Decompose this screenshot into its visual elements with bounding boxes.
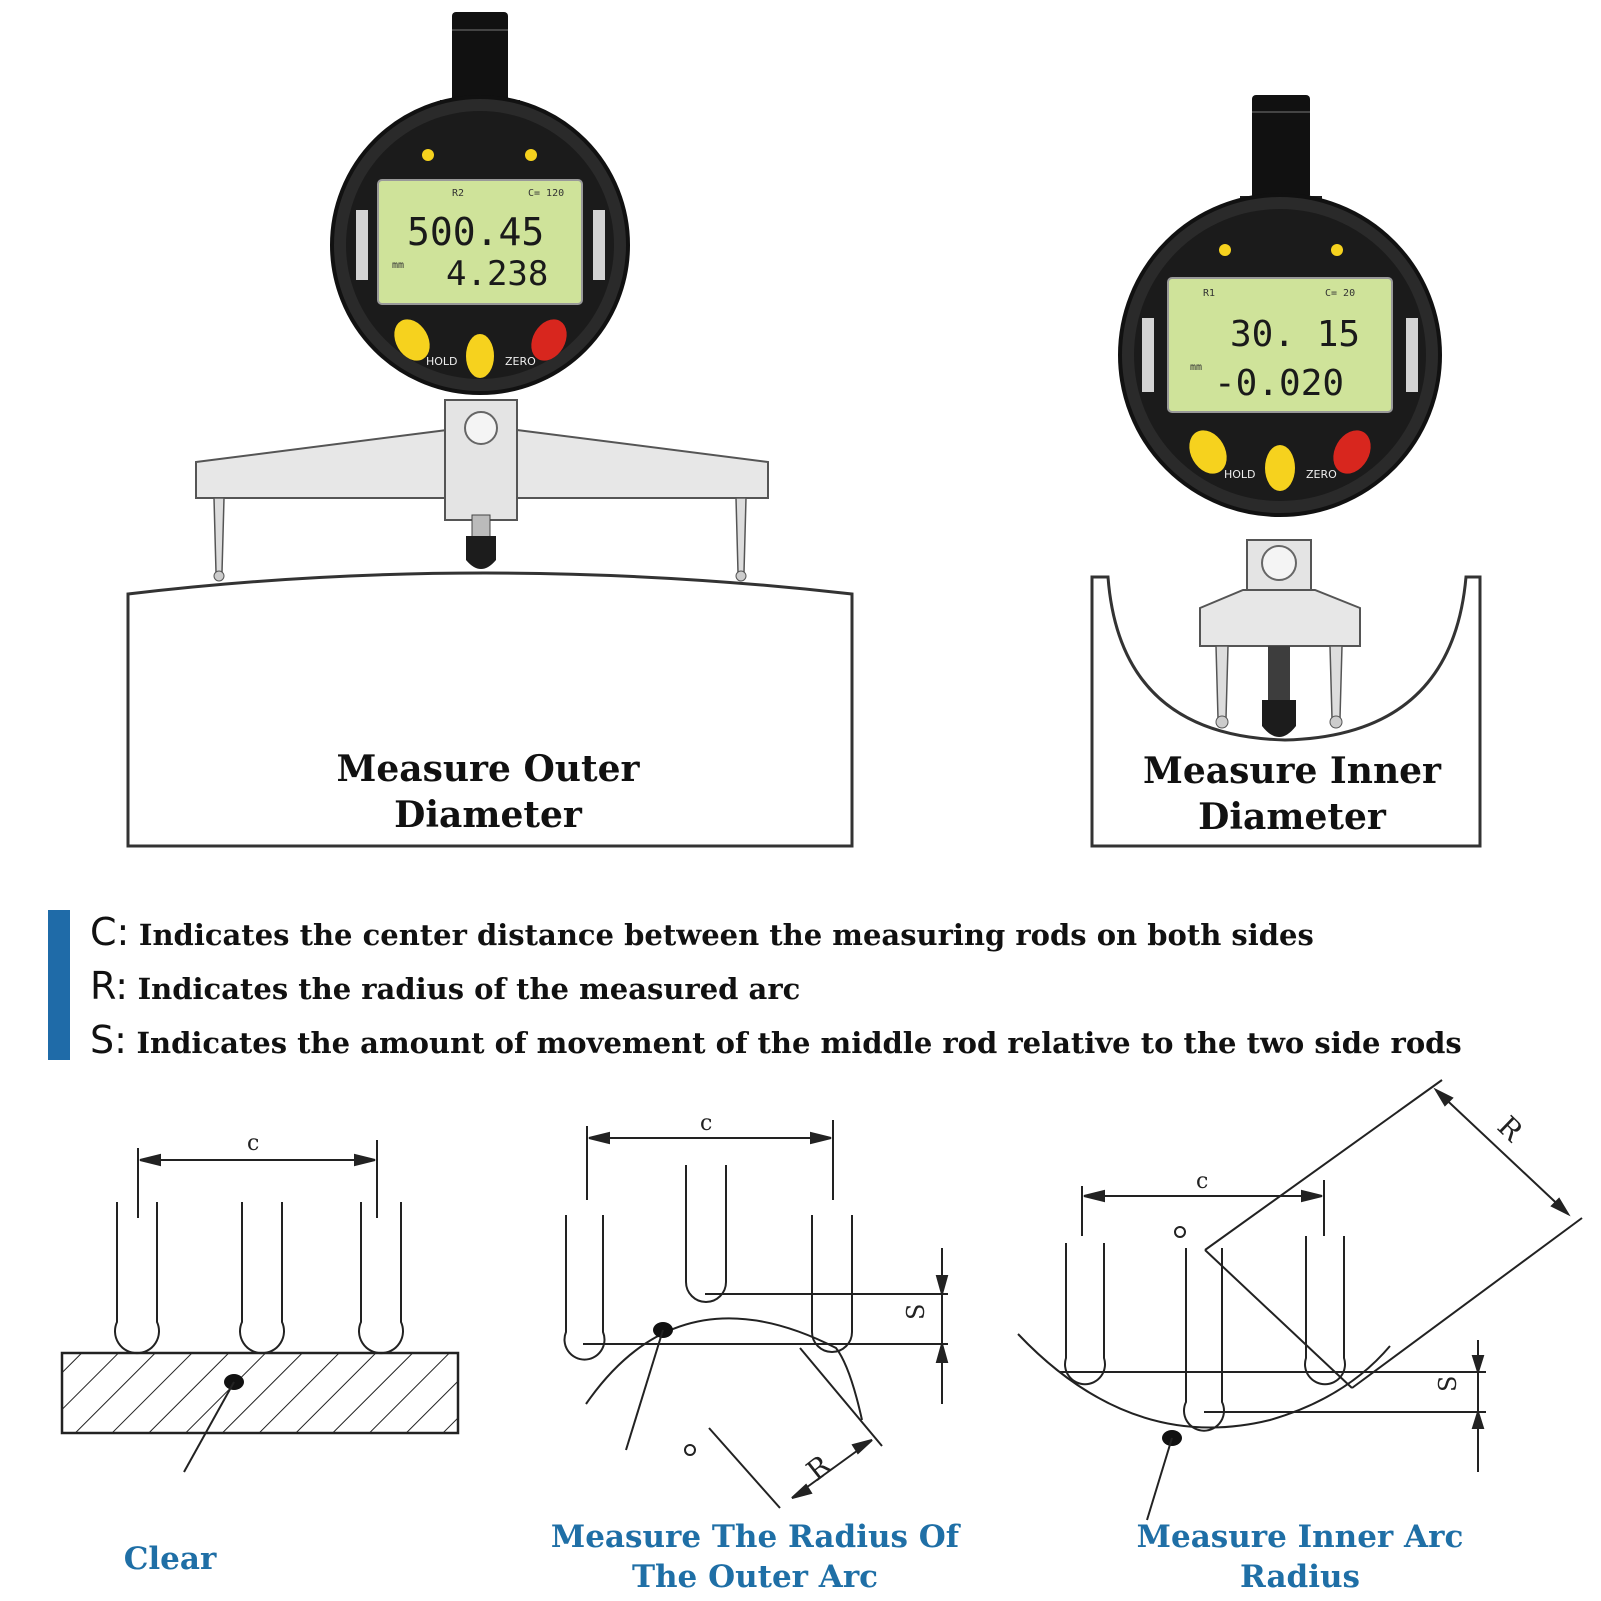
outer-arc-caption-line1: Measure The Radius Of bbox=[550, 1519, 960, 1555]
inner-lcd-label-c: C= 20 bbox=[1325, 288, 1355, 299]
outer-lcd-main-value: 500.45 bbox=[407, 210, 544, 254]
inner-zero-button[interactable] bbox=[1326, 424, 1378, 481]
inner-arc-diagram bbox=[1017, 1079, 1583, 1521]
inner-lcd-main-value: 30. 15 bbox=[1230, 314, 1360, 355]
outer-hold-button[interactable] bbox=[387, 313, 437, 367]
inner-diameter-caption-line2: Diameter bbox=[1198, 796, 1386, 839]
outer-workpiece bbox=[126, 571, 854, 848]
inner-arc-curve bbox=[1017, 1333, 1391, 1429]
inner-arc-caption-line2: Radius bbox=[1239, 1558, 1360, 1595]
outer-diameter-caption-line1: Measure Outer bbox=[336, 748, 640, 790]
inner-right-rod bbox=[1329, 645, 1343, 719]
outer-lcd-sub-value: 4.238 bbox=[446, 254, 548, 294]
outer-arc-diagram bbox=[563, 1120, 949, 1509]
inner-hold-button[interactable] bbox=[1182, 424, 1234, 481]
outer-diameter-illustration: R2 C= 120 500.45 mm 4.238 HOLD ZERO bbox=[126, 12, 854, 848]
outer-lcd-unit: mm bbox=[392, 260, 404, 271]
outer-left-rod bbox=[213, 497, 225, 573]
outer-arc-curve bbox=[585, 1317, 863, 1421]
legend-sep-s: : bbox=[114, 1018, 127, 1062]
legend-key-r: R bbox=[90, 964, 116, 1008]
inner-mode-button[interactable] bbox=[1265, 445, 1295, 491]
outer-diameter-caption: Measure Outer Diameter bbox=[268, 746, 708, 838]
inner-lcd-label-r: R1 bbox=[1203, 288, 1215, 299]
outer-right-rod bbox=[735, 497, 747, 573]
flat-caption-line1: Clear bbox=[123, 1541, 217, 1577]
flat-workpiece bbox=[60, 1351, 460, 1435]
inner-diameter-caption: Measure Inner Diameter bbox=[1112, 748, 1472, 840]
legend-sep-r: : bbox=[115, 964, 129, 1008]
inner-diameter-caption-line1: Measure Inner bbox=[1143, 750, 1441, 792]
outer-zero-label: ZERO bbox=[505, 355, 536, 368]
legend-sep-c: : bbox=[116, 910, 130, 954]
inner-bracket bbox=[1199, 589, 1361, 647]
inner-left-rod bbox=[1215, 645, 1229, 719]
legend-key-s: S bbox=[90, 1018, 115, 1062]
outer-lcd-label-c: C= 120 bbox=[528, 188, 564, 199]
flat-dim-c: c bbox=[247, 1131, 259, 1156]
inner-lcd-sub-value: -0.020 bbox=[1214, 363, 1344, 404]
inner-center-probe bbox=[1262, 700, 1296, 737]
legend-text-c: Indicates the center distance between th… bbox=[138, 918, 1314, 952]
outer-arc-dim-c: c bbox=[700, 1111, 712, 1136]
flat-caption: Clear bbox=[60, 1540, 280, 1580]
inner-arc-caption-line1: Measure Inner Arc bbox=[1136, 1519, 1464, 1555]
inner-zero-label: ZERO bbox=[1306, 468, 1337, 481]
legend-item-c: C: Indicates the center distance between… bbox=[90, 910, 1314, 954]
legend-text-r: Indicates the radius of the measured arc bbox=[137, 972, 801, 1006]
outer-diameter-caption-line2: Diameter bbox=[394, 794, 582, 837]
legend-accent-bar bbox=[48, 910, 70, 1060]
inner-lcd-unit: mm bbox=[1190, 362, 1202, 373]
flat-surface-diagram bbox=[60, 1140, 460, 1473]
inner-arc-dim-c: c bbox=[1196, 1169, 1208, 1194]
legend-key-c: C bbox=[90, 910, 117, 954]
inner-top-knob bbox=[1252, 95, 1310, 199]
inner-lcd bbox=[1167, 277, 1393, 413]
outer-lcd-label-r: R2 bbox=[452, 188, 464, 199]
inner-arc-dim-s: S bbox=[1434, 1376, 1462, 1392]
legend-item-s: S: Indicates the amount of movement of t… bbox=[90, 1018, 1462, 1062]
outer-mode-button[interactable] bbox=[466, 334, 494, 378]
legend: C: Indicates the center distance between… bbox=[48, 910, 1598, 1062]
inner-arc-dim-r: R bbox=[1491, 1110, 1530, 1149]
inner-workpiece bbox=[1090, 575, 1482, 848]
inner-diameter-illustration: R1 C= 20 30. 15 mm -0.020 HOLD ZERO bbox=[1090, 95, 1482, 848]
inner-arc-caption: Measure Inner Arc Radius bbox=[1110, 1518, 1490, 1597]
legend-text-s: Indicates the amount of movement of the … bbox=[136, 1026, 1462, 1060]
outer-top-knob bbox=[452, 12, 508, 106]
outer-arc-dim-s: S bbox=[902, 1304, 930, 1320]
outer-hold-label: HOLD bbox=[426, 355, 458, 368]
outer-lcd bbox=[377, 179, 583, 305]
legend-item-r: R: Indicates the radius of the measured … bbox=[90, 964, 800, 1008]
outer-zero-button[interactable] bbox=[524, 313, 574, 367]
outer-center-probe bbox=[466, 536, 496, 569]
outer-arc-caption: Measure The Radius Of The Outer Arc bbox=[520, 1518, 990, 1597]
outer-arc-caption-line2: The Outer Arc bbox=[631, 1558, 879, 1595]
inner-hold-label: HOLD bbox=[1224, 468, 1256, 481]
